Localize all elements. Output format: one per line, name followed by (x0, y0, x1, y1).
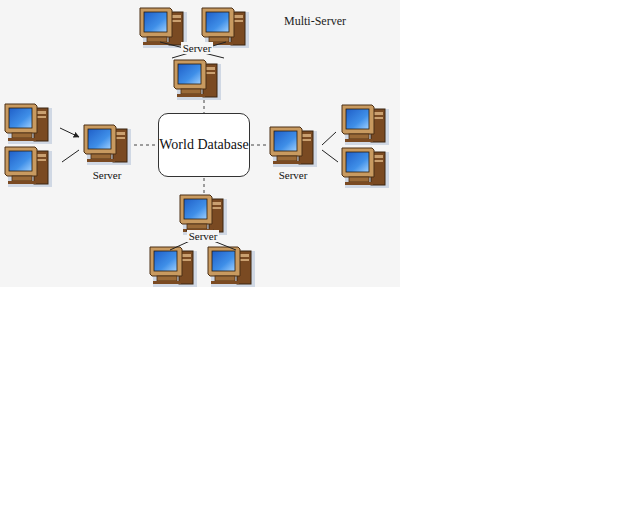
diagram-label: Multi-Server (284, 14, 346, 29)
client-link (62, 150, 79, 162)
diagram-ground (0, 0, 400, 287)
database-label: World Database (159, 133, 248, 157)
client-computer (342, 105, 389, 145)
client-link (172, 42, 226, 58)
dashed-link (250, 145, 266, 146)
client-computer (5, 147, 52, 187)
client-computer (150, 247, 197, 287)
server-computer (84, 125, 131, 165)
client-link (186, 230, 236, 250)
server-node: Server (170, 42, 224, 100)
dashed-link (204, 177, 205, 193)
server-computer (174, 60, 221, 100)
dashed-link (134, 145, 158, 146)
server-node: Server (176, 193, 230, 242)
dashed-link (204, 100, 205, 113)
server-computer (180, 195, 227, 235)
database-box: World Database (158, 113, 250, 177)
server-label: Server (181, 42, 214, 54)
client-computer (342, 148, 389, 188)
client-computer (208, 247, 255, 287)
client-computer (5, 104, 52, 144)
server-label: Server (91, 169, 124, 181)
client-arrow (60, 128, 79, 137)
client-link (160, 42, 224, 58)
server-node: Server (266, 125, 320, 181)
server-computer (270, 127, 317, 167)
server-label: Server (277, 169, 310, 181)
client-link (322, 150, 338, 162)
server-label: Server (187, 230, 220, 242)
client-link (322, 132, 336, 145)
server-node: Server (80, 123, 134, 181)
